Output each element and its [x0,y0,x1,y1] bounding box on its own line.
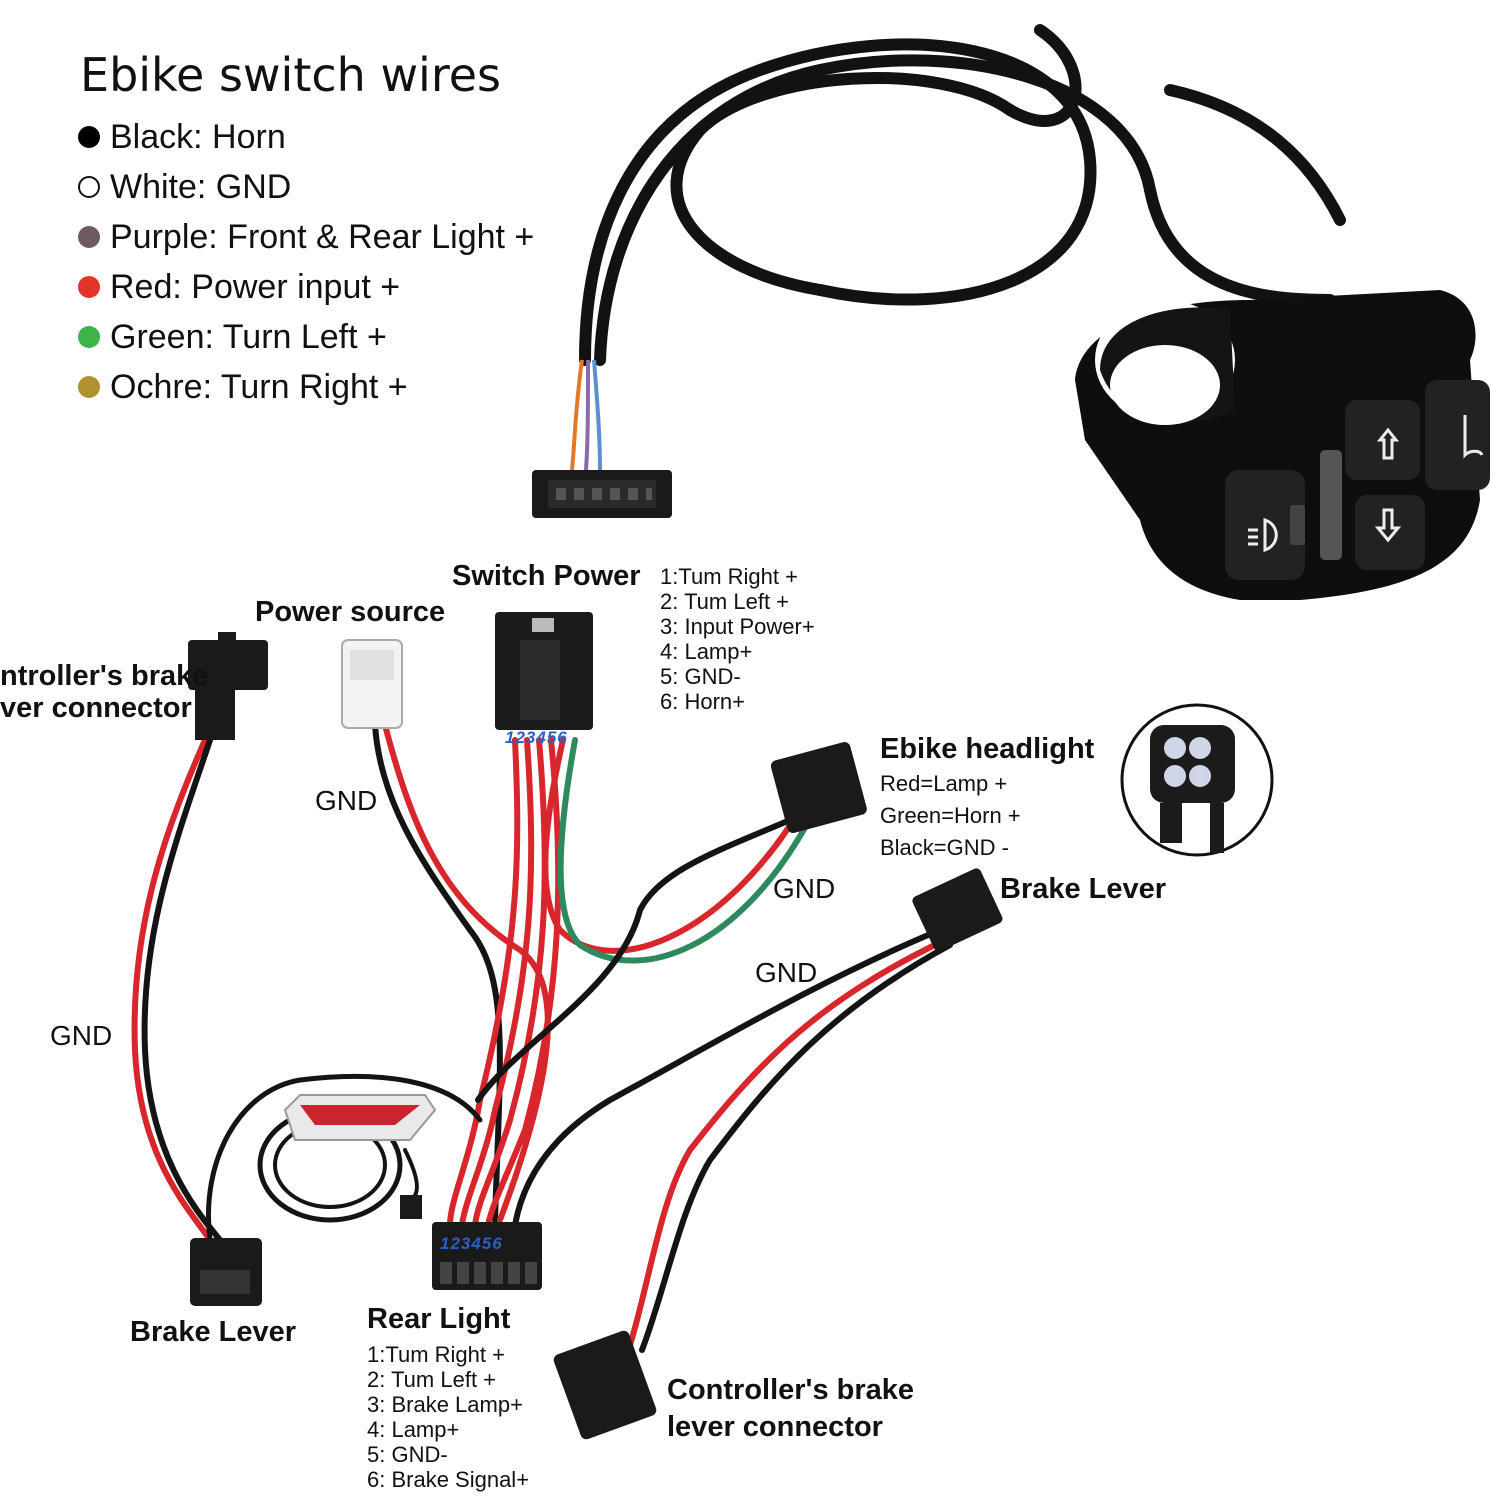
headlight-photo [1120,703,1274,857]
switch-power-pin-numbers: 123456 [505,728,568,747]
controller-brake-bottom-line1: Controller's brake [667,1374,915,1406]
controller-brake-bottom-line2: lever connector [667,1411,883,1443]
switch-power-connector [495,612,593,730]
pin-item: 3: Brake Lamp+ [367,1392,523,1417]
headlight-spec-list: Red=Lamp + Green=Horn + Black=GND - [880,768,1021,864]
legend-label: Purple: Front & Rear Light + [110,217,535,256]
handlebar-switch [1075,290,1490,600]
rear-light-pin-list: 1:Tum Right + 2: Tum Left + 3: Brake Lam… [367,1342,529,1492]
switch-side-wires [570,359,602,471]
rear-light-connector [432,1222,542,1290]
small-lamp-plug [400,1195,422,1219]
power-source-label: Power source [255,596,446,628]
pin-item: 1:Tum Right + [660,564,798,589]
headlight-connector [770,742,867,834]
black-dot-icon [78,126,100,148]
purple-dot-icon [78,226,100,248]
wire-color-legend: Black: Horn White: GND Purple: Front & R… [78,112,534,412]
pin-item: 3: Input Power+ [660,614,815,639]
green-dot-icon [78,326,100,348]
rear-light-label: Rear Light [367,1303,511,1335]
brake-lever-connector-left [190,1238,262,1306]
legend-item-white: White: GND [78,162,534,212]
legend-label: Green: Turn Left + [110,317,387,356]
headlight-spec: Green=Horn + [880,803,1021,828]
controller-brake-top-line2: ver connector [0,692,192,724]
legend-label: White: GND [110,167,292,206]
pin-item: 5: GND- [660,664,741,689]
page-title: Ebike switch wires [80,48,502,102]
legend-item-purple: Purple: Front & Rear Light + [78,212,534,262]
rear-light-pin-numbers: 123456 [440,1234,503,1253]
legend-item-red: Red: Power input + [78,262,534,312]
controller-brake-connector-bottom [553,1330,657,1440]
headlight-spec: Black=GND - [880,835,1009,860]
gnd-label: GND [315,785,378,816]
pin-item: 6: Brake Signal+ [367,1467,530,1492]
gnd-label: GND [50,1020,113,1051]
pin-item: 4: Lamp+ [660,639,753,664]
white-dot-icon [78,176,100,198]
red-dot-icon [78,276,100,298]
headlight-label: Ebike headlight [880,733,1095,765]
controller-brake-top-line1: ntroller's brake [0,660,209,692]
gnd-label: GND [773,873,836,904]
switch-power-label: Switch Power [452,560,641,592]
brake-lever-left-label: Brake Lever [130,1316,297,1348]
ochre-dot-icon [78,376,100,398]
pin-item: 2: Tum Left + [367,1367,497,1392]
headlight-spec: Red=Lamp + [880,771,1008,796]
power-source-connector [341,639,403,729]
rear-lamp [283,1094,437,1141]
legend-label: Red: Power input + [110,267,401,306]
pin-item: 4: Lamp+ [367,1417,460,1442]
pin-item: 2: Tum Left + [660,589,790,614]
switch-cable-connector [532,470,672,518]
legend-item-green: Green: Turn Left + [78,312,534,362]
coiled-cable [579,24,1346,366]
legend-item-ochre: Ochre: Turn Right + [78,362,534,412]
pin-item: 1:Tum Right + [367,1342,505,1367]
harness-wires [131,722,953,1353]
controller-brake-connector-top [188,632,268,740]
brake-lever-connector-right [912,868,1003,952]
pin-item: 5: GND- [367,1442,448,1467]
legend-label: Ochre: Turn Right + [110,367,408,406]
gnd-label: GND [755,957,818,988]
brake-lever-right-label: Brake Lever [1000,873,1167,905]
pin-item: 6: Horn+ [660,689,745,714]
legend-item-black: Black: Horn [78,112,534,162]
switch-power-pin-list: 1:Tum Right + 2: Tum Left + 3: Input Pow… [660,564,815,714]
legend-label: Black: Horn [110,117,286,156]
